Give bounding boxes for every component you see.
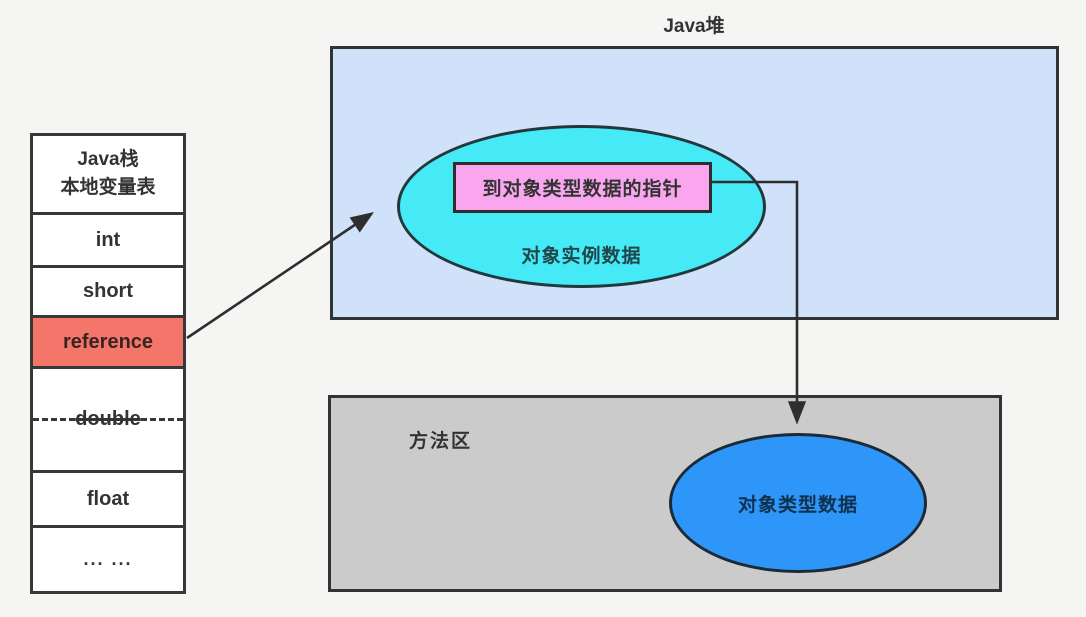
stack-row-label: int — [95, 228, 121, 251]
stack-table-header: Java栈 本地变量表 — [33, 136, 183, 212]
stack-row-label: short — [83, 280, 133, 302]
java-stack-table: Java栈 本地变量表 int short reference double f… — [30, 133, 186, 594]
stack-header-line2: 本地变量表 — [60, 177, 156, 198]
java-heap-title: Java堆 — [663, 16, 725, 37]
object-type-ellipse: 对象类型数据 — [669, 433, 927, 573]
double-slot-dashed-divider — [33, 417, 183, 421]
stack-row-float: float — [33, 470, 183, 525]
stack-row-int: int — [33, 212, 183, 265]
stack-row-label: ... ... — [83, 549, 133, 569]
object-instance-ellipse: 到对象类型数据的指针 对象实例数据 — [397, 125, 766, 288]
object-instance-label: 对象实例数据 — [521, 246, 642, 267]
pointer-to-type-data-box: 到对象类型数据的指针 — [453, 162, 712, 213]
stack-row-label: double — [75, 408, 141, 430]
method-area-label: 方法区 — [409, 431, 473, 452]
stack-row-double: double — [33, 366, 183, 470]
stack-row-short: short — [33, 265, 183, 315]
java-heap-region: 到对象类型数据的指针 对象实例数据 — [330, 46, 1059, 320]
stack-row-label: reference — [62, 330, 154, 353]
stack-row-ellipsis: ... ... — [33, 525, 183, 591]
stack-row-label: float — [86, 487, 130, 510]
stack-row-reference: reference — [33, 315, 183, 366]
method-area-region: 方法区 对象类型数据 — [328, 395, 1002, 592]
stack-header-line1: Java栈 — [77, 149, 139, 171]
